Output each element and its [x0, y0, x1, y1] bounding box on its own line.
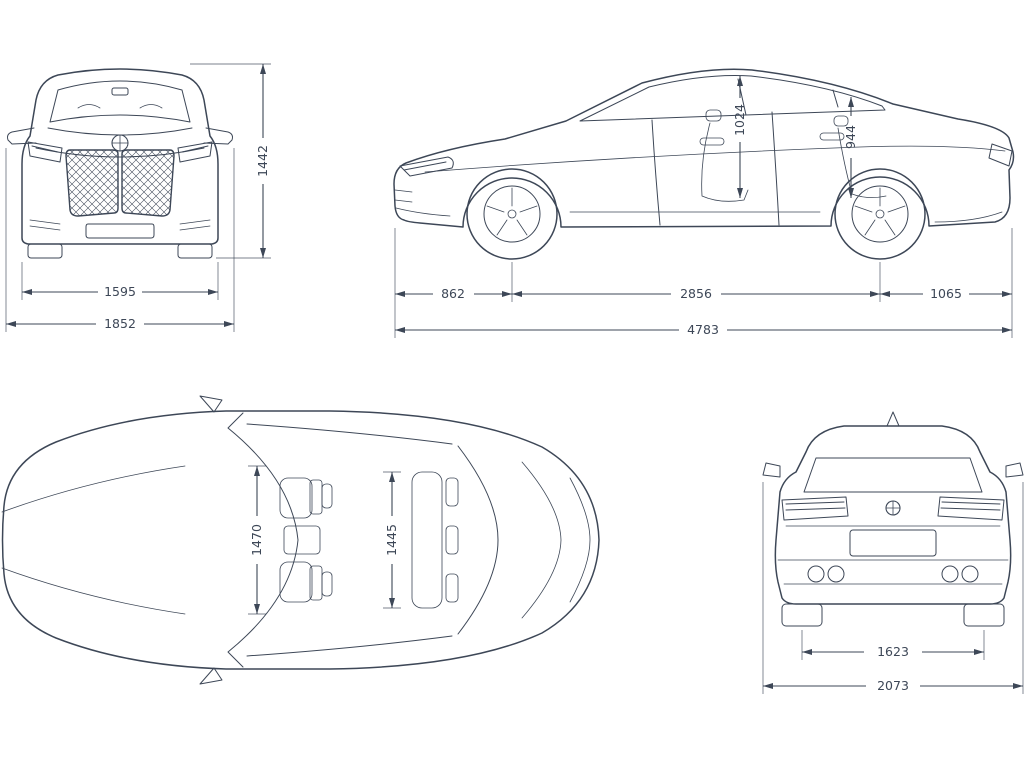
rear-window-top: [457, 445, 499, 635]
top-view: 1470 1445: [1, 395, 600, 685]
dim-label-rear-track: 1623: [877, 644, 909, 659]
quarter-window-divider: [832, 89, 839, 108]
dim-label-overall-width: 1852: [104, 316, 136, 331]
rear-wheel: [834, 168, 926, 260]
dim-label-overall-length: 4783: [687, 322, 719, 337]
dim-label-wheelbase: 2856: [680, 286, 712, 301]
rear-right-wheel: [963, 603, 1005, 627]
bumper-crease: [777, 559, 1009, 585]
dim-label-rear-overhang: 1065: [930, 286, 962, 301]
kidney-grille: [65, 149, 175, 217]
antenna-fin: [886, 411, 900, 427]
dim-label-overall-height: 1442: [255, 145, 270, 177]
rear-seat-sketch: [833, 115, 887, 198]
dim-rear-overhang: 1065: [880, 286, 1012, 301]
dim-label-interior-width-front: 1470: [249, 524, 264, 556]
rear-left-mirror: [762, 462, 781, 478]
dim-label-width-incl-mirrors: 2073: [877, 678, 909, 693]
side-extension-lines: [394, 228, 1013, 338]
trunk-arcs-top: [521, 461, 591, 619]
dim-width-incl-mirrors: 2073: [762, 482, 1024, 694]
dim-overall-width: 1852: [5, 148, 235, 332]
rear-bench-top: [411, 471, 459, 609]
glasshouse: [579, 74, 886, 122]
windshield-top: [227, 412, 299, 668]
dim-front-overhang: 862: [395, 286, 512, 301]
right-taillight: [937, 496, 1005, 521]
rear-bmw-badge-icon: [885, 500, 901, 516]
rear-door-handle: [819, 132, 845, 141]
rearview-mirror: [111, 87, 129, 96]
rear-right-mirror: [1005, 462, 1024, 478]
dim-track-width: 1595: [21, 262, 219, 300]
front-bumper-detail: [394, 189, 451, 217]
left-taillight: [781, 496, 849, 521]
front-door-seam: [651, 119, 661, 226]
right-side-intake: [179, 219, 211, 231]
rear-view: 1623 2073: [762, 411, 1024, 694]
dim-interior-height-rear: 944: [843, 97, 858, 198]
rear-window: [803, 457, 983, 493]
left-side-intake: [29, 219, 61, 231]
dim-interior-width-front: 1470: [248, 465, 266, 615]
top-right-mirror: [199, 667, 223, 685]
exhaust-pipes: [807, 565, 979, 583]
left-mirror: [7, 127, 37, 145]
front-body-outline: [21, 68, 219, 245]
rear-body-outline: [774, 425, 1012, 605]
dim-label-track-width: 1595: [104, 284, 136, 299]
bmw-badge-icon: [111, 134, 129, 152]
dim-interior-height-front: 1024: [732, 76, 747, 198]
front-seats-top: [279, 477, 333, 603]
side-view: 1024 944 862 2856 1065 4783: [393, 68, 1015, 338]
right-mirror: [203, 127, 233, 145]
hood-crease-upper: [47, 127, 193, 136]
dim-wheelbase: 2856: [512, 286, 880, 301]
license-plate-area: [849, 529, 937, 557]
right-headlight: [177, 141, 213, 163]
roof-rails: [246, 423, 453, 657]
dim-overall-length: 4783: [395, 322, 1012, 337]
front-seat-sketch: [701, 109, 749, 202]
dim-interior-width-rear: 1445: [383, 471, 401, 609]
front-view: 1442 1595 1852: [5, 63, 271, 332]
dim-label-interior-height-front: 1024: [732, 104, 747, 136]
left-headlight: [27, 141, 63, 163]
rear-left-wheel: [781, 603, 823, 627]
side-body-outline: [393, 68, 1015, 228]
dim-label-front-overhang: 862: [441, 286, 465, 301]
windshield: [49, 80, 191, 123]
front-door-handle: [699, 137, 725, 146]
side-taillight: [988, 143, 1013, 167]
top-body-outline: [1, 410, 600, 670]
top-left-mirror: [199, 395, 223, 413]
dim-rear-track: 1623: [801, 630, 985, 660]
headrest-hints: [77, 104, 163, 109]
lower-center-intake: [85, 223, 155, 239]
rear-door-seam: [771, 111, 780, 226]
dim-label-interior-height-rear: 944: [843, 125, 858, 149]
front-left-wheel: [27, 243, 63, 259]
front-right-wheel: [177, 243, 213, 259]
front-wheel: [466, 168, 558, 260]
side-headlight: [399, 156, 454, 177]
dim-label-interior-width-rear: 1445: [384, 524, 399, 556]
dim-overall-height: 1442: [190, 63, 271, 259]
character-line: [424, 145, 1006, 173]
hood-creases-top: [1, 465, 186, 615]
rear-bumper-line: [934, 211, 1003, 223]
